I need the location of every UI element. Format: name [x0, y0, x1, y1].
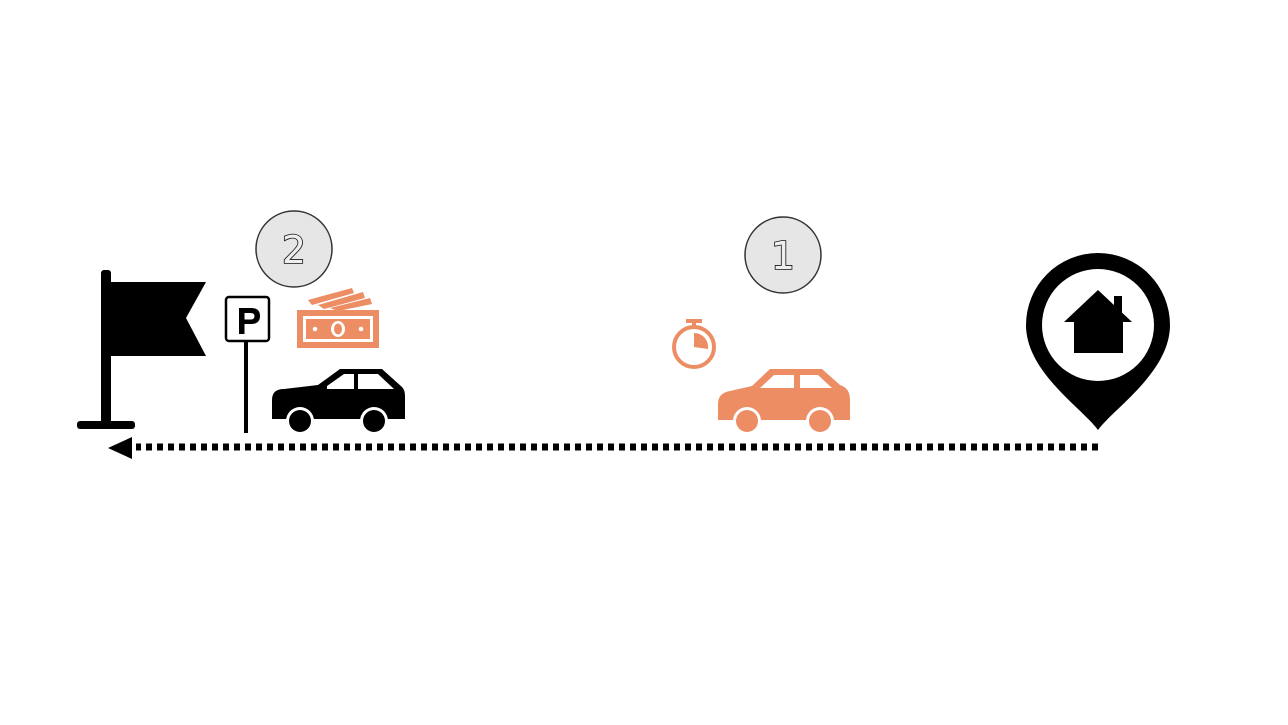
- car-icon-step-1: [718, 369, 850, 435]
- car-icon-step-2: [272, 369, 405, 435]
- arrow-head-icon: [108, 437, 132, 459]
- parking-sign-icon: [224, 295, 271, 433]
- home-location-pin-icon: [1026, 253, 1170, 430]
- route-line: [108, 437, 1098, 459]
- banknote-icon: [297, 288, 379, 348]
- step-badge-2: 2: [255, 210, 333, 288]
- step-badge-1: 1: [744, 216, 822, 294]
- flag-icon: [77, 270, 206, 429]
- step-label-2: 2: [282, 228, 306, 272]
- step-label-1: 1: [771, 234, 795, 278]
- stopwatch-icon: [672, 319, 716, 369]
